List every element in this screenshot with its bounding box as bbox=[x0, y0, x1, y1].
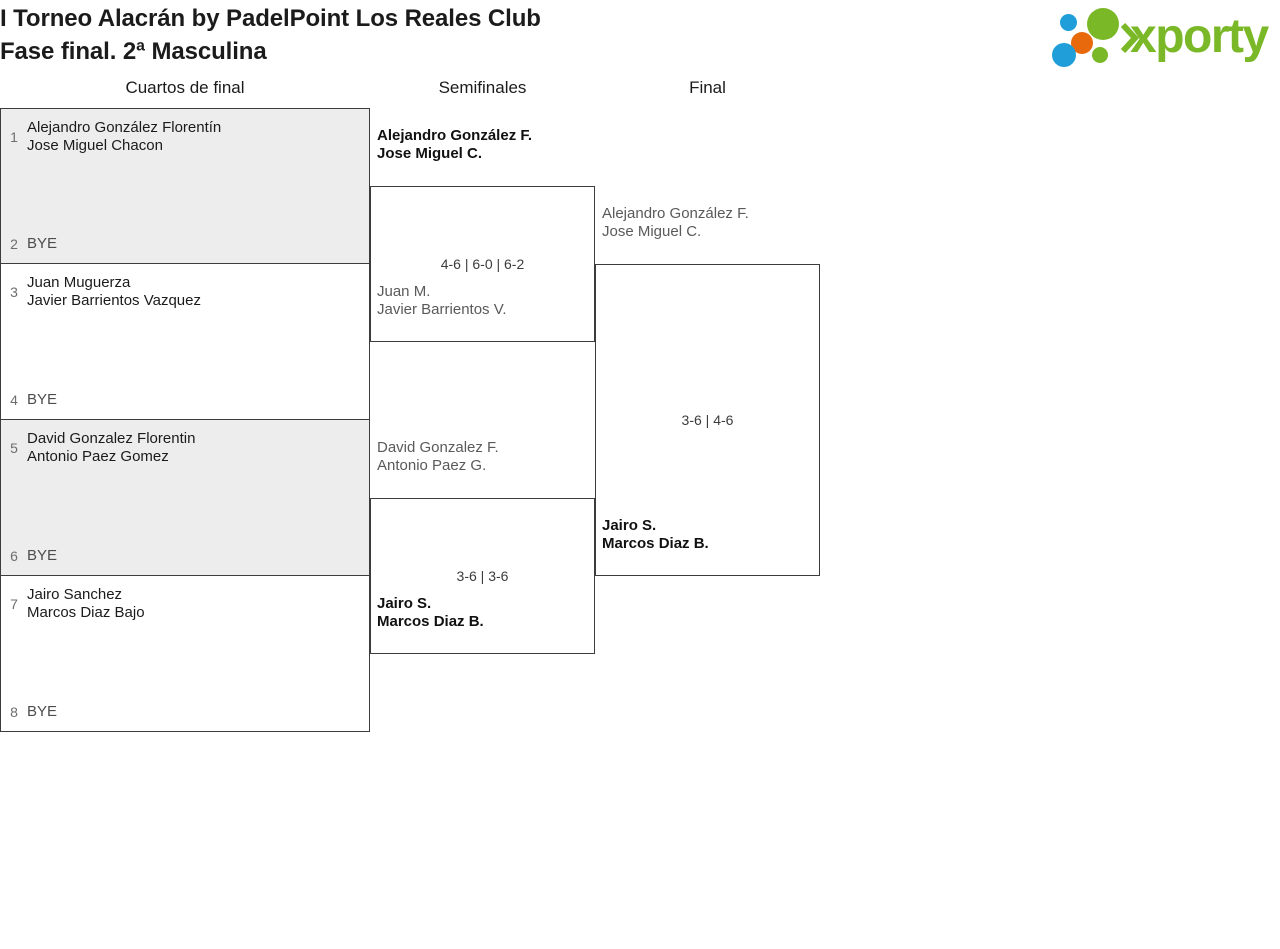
bye-label: BYE bbox=[27, 547, 58, 564]
quarterfinal-match-4[interactable]: 7 Jairo Sanchez Marcos Diaz Bajo 8 BYE bbox=[0, 576, 370, 732]
player-name-1: Jairo S. bbox=[602, 517, 657, 534]
page-header: I Torneo Alacrán by PadelPoint Los Reale… bbox=[0, 0, 1280, 78]
player-name-2: Marcos Diaz B. bbox=[377, 613, 484, 630]
competitor-slot-seed-8[interactable]: 8 BYE bbox=[1, 703, 371, 721]
final-top-competitor[interactable]: Alejandro González F. Jose Miguel C. bbox=[602, 205, 749, 241]
player-name-1: Jairo S. bbox=[377, 595, 432, 612]
competitor-slot-seed-4[interactable]: 4 BYE bbox=[1, 391, 371, 409]
quarterfinal-match-2[interactable]: 3 Juan Muguerza Javier Barrientos Vazque… bbox=[0, 264, 370, 420]
player-name-1: Alejandro González Florentín bbox=[27, 119, 222, 136]
seed-number: 6 bbox=[10, 548, 18, 564]
match-score: 3-6 | 3-6 bbox=[456, 568, 509, 584]
player-name-2: Marcos Diaz Bajo bbox=[27, 604, 145, 621]
tournament-name: I Torneo Alacrán by PadelPoint Los Reale… bbox=[0, 5, 541, 32]
player-name-2: Javier Barrientos V. bbox=[377, 301, 507, 318]
round-headers: Cuartos de final Semifinales Final bbox=[0, 78, 1280, 108]
xporty-logo[interactable]: xporty bbox=[1046, 6, 1274, 68]
player-name-2: Javier Barrientos Vazquez bbox=[27, 292, 201, 309]
player-name-2: Antonio Paez Gomez bbox=[27, 448, 169, 465]
tournament-bracket: 1 Alejandro González Florentín Jose Migu… bbox=[0, 108, 1280, 798]
semifinal-2-bottom-competitor[interactable]: Jairo S. Marcos Diaz B. bbox=[377, 595, 484, 631]
player-name-2: Jose Miguel C. bbox=[602, 223, 702, 240]
semifinal-match-2[interactable]: 3-6 | 3-6 bbox=[370, 498, 595, 654]
final-match[interactable]: 3-6 | 4-6 bbox=[595, 264, 820, 576]
competitor-names: Jairo Sanchez Marcos Diaz Bajo bbox=[27, 586, 145, 622]
semifinal-match-1[interactable]: 4-6 | 6-0 | 6-2 bbox=[370, 186, 595, 342]
quarterfinal-match-1[interactable]: 1 Alejandro González Florentín Jose Migu… bbox=[0, 108, 370, 264]
tournament-phase: Fase final. 2ª Masculina bbox=[0, 38, 267, 65]
player-name-1: David Gonzalez F. bbox=[377, 439, 499, 456]
competitor-names: Juan Muguerza Javier Barrientos Vazquez bbox=[27, 274, 201, 310]
player-name-1: Alejandro González F. bbox=[602, 205, 749, 222]
player-name-1: David Gonzalez Florentin bbox=[27, 430, 196, 447]
round-header-final: Final bbox=[689, 78, 726, 97]
round-header-quarterfinals: Cuartos de final bbox=[125, 78, 245, 97]
competitor-slot-seed-1[interactable]: 1 Alejandro González Florentín Jose Migu… bbox=[1, 119, 371, 155]
logo-wordmark: xporty bbox=[1130, 10, 1269, 63]
logo-chevron-right-icon bbox=[1120, 23, 1140, 53]
semifinal-2-top-competitor[interactable]: David Gonzalez F. Antonio Paez G. bbox=[377, 439, 499, 475]
player-name-2: Antonio Paez G. bbox=[377, 457, 487, 474]
bye-label: BYE bbox=[27, 235, 58, 252]
seed-number: 2 bbox=[10, 236, 18, 252]
player-name-2: Marcos Diaz B. bbox=[602, 535, 709, 552]
competitor-slot-seed-2[interactable]: 2 BYE bbox=[1, 235, 371, 253]
competitor-slot-seed-7[interactable]: 7 Jairo Sanchez Marcos Diaz Bajo bbox=[1, 586, 371, 622]
logo-dot-blue-small-icon bbox=[1060, 14, 1077, 31]
player-name-1: Juan Muguerza bbox=[27, 274, 131, 291]
semifinal-1-bottom-competitor[interactable]: Juan M. Javier Barrientos V. bbox=[377, 283, 507, 319]
bye-label: BYE bbox=[27, 703, 58, 720]
logo-dot-blue-large-icon bbox=[1052, 43, 1076, 67]
bye-label: BYE bbox=[27, 391, 58, 408]
quarterfinal-match-3[interactable]: 5 David Gonzalez Florentin Antonio Paez … bbox=[0, 420, 370, 576]
page-title: I Torneo Alacrán by PadelPoint Los Reale… bbox=[0, 2, 541, 68]
seed-number: 4 bbox=[10, 392, 18, 408]
player-name-2: Jose Miguel Chacon bbox=[27, 137, 163, 154]
match-score: 3-6 | 4-6 bbox=[681, 412, 734, 428]
match-score: 4-6 | 6-0 | 6-2 bbox=[440, 256, 525, 272]
round-header-semifinals: Semifinales bbox=[438, 78, 527, 97]
final-bottom-competitor[interactable]: Jairo S. Marcos Diaz B. bbox=[602, 517, 709, 553]
competitor-slot-seed-5[interactable]: 5 David Gonzalez Florentin Antonio Paez … bbox=[1, 430, 371, 466]
seed-number: 5 bbox=[10, 440, 18, 456]
logo-dot-green-small-icon bbox=[1092, 47, 1108, 63]
player-name-1: Jairo Sanchez bbox=[27, 586, 123, 603]
semifinal-1-top-competitor[interactable]: Alejandro González F. Jose Miguel C. bbox=[377, 127, 532, 163]
player-name-1: Juan M. bbox=[377, 283, 431, 300]
logo-dot-green-large-icon bbox=[1087, 8, 1119, 40]
player-name-1: Alejandro González F. bbox=[377, 127, 533, 144]
seed-number: 3 bbox=[10, 284, 18, 300]
player-name-2: Jose Miguel C. bbox=[377, 145, 483, 162]
seed-number: 8 bbox=[10, 704, 18, 720]
logo-dot-orange-icon bbox=[1071, 32, 1093, 54]
logo-dots-icon bbox=[1052, 8, 1140, 67]
competitor-slot-seed-3[interactable]: 3 Juan Muguerza Javier Barrientos Vazque… bbox=[1, 274, 371, 310]
seed-number: 7 bbox=[10, 596, 18, 612]
competitor-names: David Gonzalez Florentin Antonio Paez Go… bbox=[27, 430, 195, 466]
competitor-slot-seed-6[interactable]: 6 BYE bbox=[1, 547, 371, 565]
seed-number: 1 bbox=[10, 129, 18, 145]
competitor-names: Alejandro González Florentín Jose Miguel… bbox=[27, 119, 221, 155]
